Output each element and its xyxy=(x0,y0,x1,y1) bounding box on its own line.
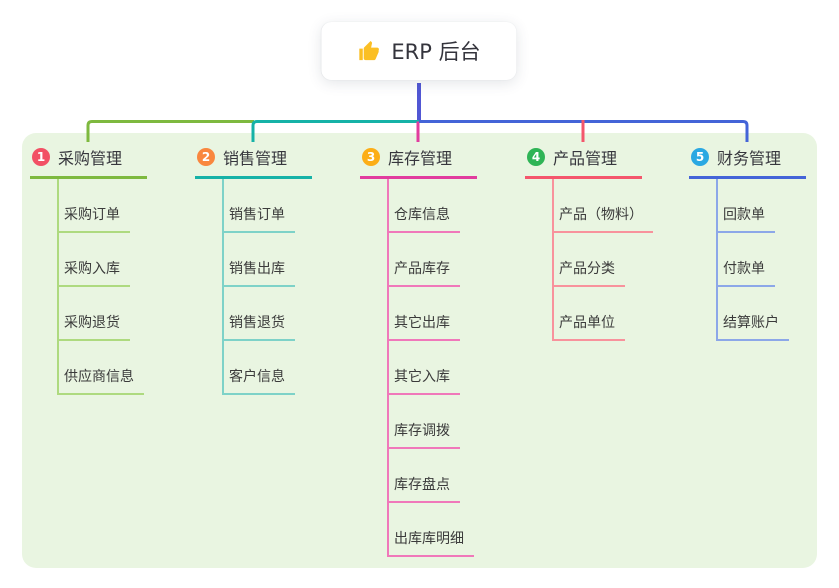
child-node-row: 采购订单 xyxy=(57,179,147,233)
branch-label: 库存管理 xyxy=(388,149,453,168)
branch-库存管理: 3 库存管理 仓库信息产品库存其它出库其它入库库存调拨库存盘点出库库明细 xyxy=(360,145,477,557)
child-node-label: 产品库存 xyxy=(387,258,460,287)
branch-children: 仓库信息产品库存其它出库其它入库库存调拨库存盘点出库库明细 xyxy=(387,179,477,557)
branch-number-badge: 1 xyxy=(32,148,50,166)
branch-销售管理: 2 销售管理 销售订单销售出库销售退货客户信息 xyxy=(195,145,312,395)
child-node-label: 供应商信息 xyxy=(57,366,144,395)
branch-title: 4 产品管理 xyxy=(525,145,642,179)
branch-children: 采购订单采购入库采购退货供应商信息 xyxy=(57,179,147,395)
child-node-label: 采购入库 xyxy=(57,258,130,287)
child-node-label: 销售出库 xyxy=(222,258,295,287)
child-node-label: 仓库信息 xyxy=(387,204,460,233)
child-node-row: 产品分类 xyxy=(552,233,653,287)
child-node-label: 采购订单 xyxy=(57,204,130,233)
branch-产品管理: 4 产品管理 产品（物料） 产品分类产品单位 xyxy=(525,145,653,341)
child-node-row: 供应商信息 xyxy=(57,341,147,395)
branch-children: 回款单付款单结算账户 xyxy=(716,179,806,341)
child-node-label: 客户信息 xyxy=(222,366,295,395)
branch-title: 1 采购管理 xyxy=(30,145,147,179)
child-node-label: 回款单 xyxy=(716,204,775,233)
child-node-row: 销售出库 xyxy=(222,233,312,287)
child-node-row: 库存调拨 xyxy=(387,395,477,449)
branch-label: 产品管理 xyxy=(553,149,618,168)
child-node-row: 产品单位 xyxy=(552,287,653,341)
branch-children: 销售订单销售出库销售退货客户信息 xyxy=(222,179,312,395)
branch-number-badge: 5 xyxy=(691,148,709,166)
branch-label: 财务管理 xyxy=(717,149,782,168)
child-node-label: 其它入库 xyxy=(387,366,460,395)
child-node-row: 付款单 xyxy=(716,233,806,287)
child-node-label: 付款单 xyxy=(716,258,775,287)
child-node-row: 销售退货 xyxy=(222,287,312,341)
child-node-label: 销售订单 xyxy=(222,204,295,233)
child-node-label: 采购退货 xyxy=(57,312,130,341)
child-node-row: 销售订单 xyxy=(222,179,312,233)
child-node-label: 产品单位 xyxy=(552,312,625,341)
child-node-row: 出库库明细 xyxy=(387,503,477,557)
child-node-row: 结算账户 xyxy=(716,287,806,341)
child-node-row: 其它出库 xyxy=(387,287,477,341)
child-node-label: 销售退货 xyxy=(222,312,295,341)
branch-财务管理: 5 财务管理 回款单付款单结算账户 xyxy=(689,145,806,341)
child-node-row: 库存盘点 xyxy=(387,449,477,503)
child-node-label: 库存盘点 xyxy=(387,474,460,503)
child-node-row: 产品库存 xyxy=(387,233,477,287)
branch-number-badge: 4 xyxy=(527,148,545,166)
child-node-row: 采购入库 xyxy=(57,233,147,287)
branch-children: 产品（物料） 产品分类产品单位 xyxy=(552,179,653,341)
child-node-label: 产品（物料） xyxy=(552,204,653,233)
branch-title: 2 销售管理 xyxy=(195,145,312,179)
child-node-label: 出库库明细 xyxy=(387,528,474,557)
branch-number-badge: 2 xyxy=(197,148,215,166)
child-node-row: 客户信息 xyxy=(222,341,312,395)
branch-label: 采购管理 xyxy=(58,149,123,168)
child-node-label: 库存调拨 xyxy=(387,420,460,449)
branch-number-badge: 3 xyxy=(362,148,380,166)
branch-采购管理: 1 采购管理 采购订单采购入库采购退货供应商信息 xyxy=(30,145,147,395)
child-node-row: 仓库信息 xyxy=(387,179,477,233)
child-node-row: 其它入库 xyxy=(387,341,477,395)
branch-title: 5 财务管理 xyxy=(689,145,806,179)
branch-title: 3 库存管理 xyxy=(360,145,477,179)
root-title: ERP 后台 xyxy=(391,40,481,64)
child-node-row: 产品（物料） xyxy=(552,179,653,233)
thumbs-up-icon xyxy=(359,40,380,60)
child-node-label: 其它出库 xyxy=(387,312,460,341)
branch-label: 销售管理 xyxy=(223,149,288,168)
child-node-row: 采购退货 xyxy=(57,287,147,341)
root-node: ERP 后台 xyxy=(321,22,517,80)
child-node-row: 回款单 xyxy=(716,179,806,233)
child-node-label: 产品分类 xyxy=(552,258,625,287)
mindmap-canvas xyxy=(22,133,817,568)
child-node-label: 结算账户 xyxy=(716,312,789,341)
